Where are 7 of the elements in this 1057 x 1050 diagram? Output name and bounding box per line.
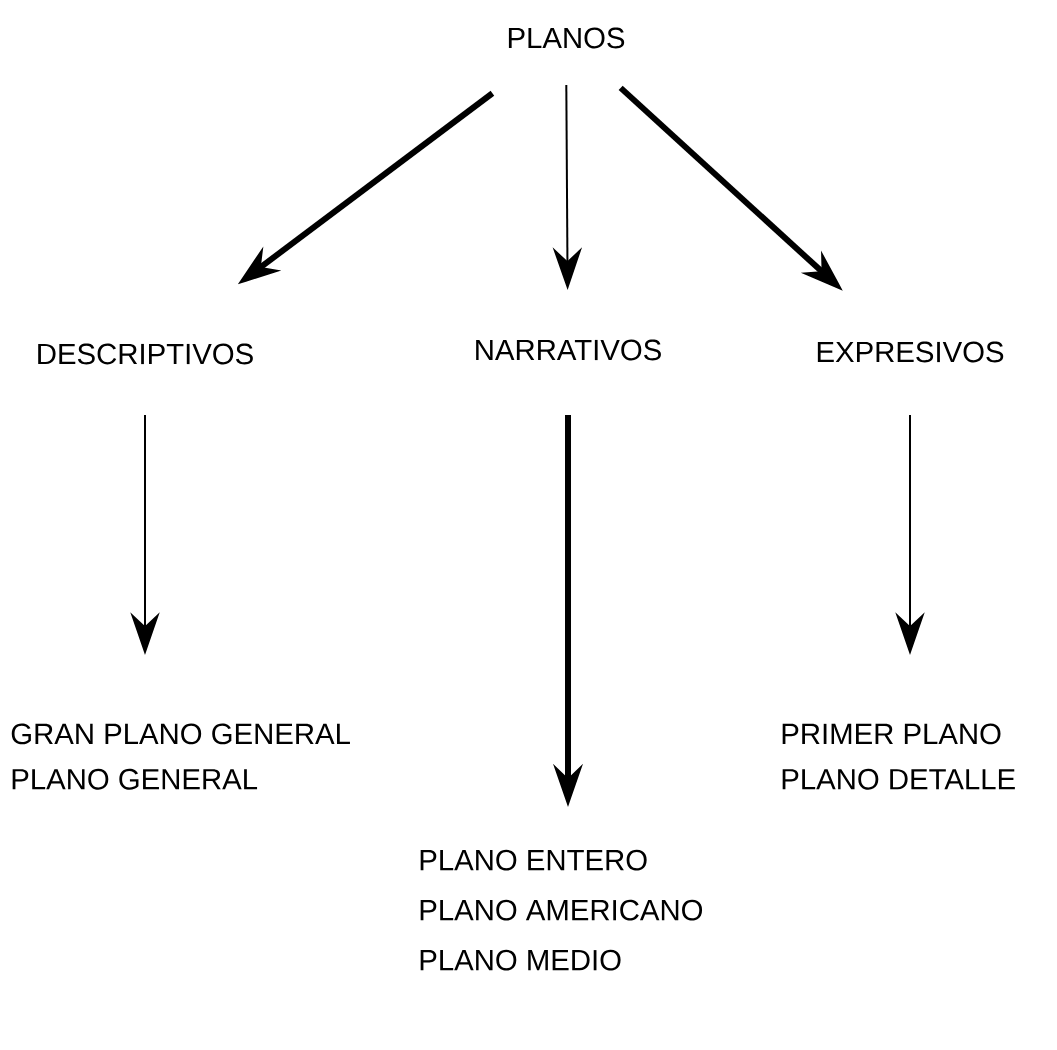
node-label: EXPRESIVOS	[817, 341, 1004, 363]
node-label: DESCRIPTIVOS	[38, 343, 253, 365]
text-list: PLANO ENTERO PLANO AMERICANO PLANO MEDIO	[420, 849, 703, 971]
node-label: NARRATIVOS	[476, 339, 661, 361]
text-list: PRIMER PLANO PLANO DETALLE	[782, 723, 1015, 790]
text-list: GRAN PLANO GENERAL PLANO GENERAL	[11, 723, 350, 790]
node-label: PLANOS	[508, 27, 625, 49]
